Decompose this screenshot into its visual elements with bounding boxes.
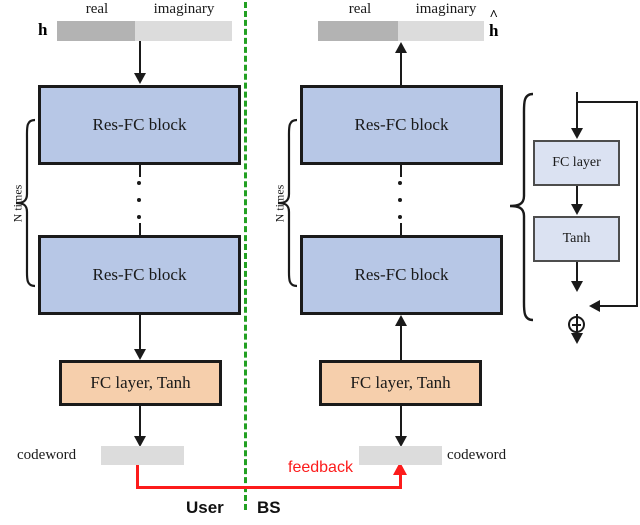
decoder-real-label: real xyxy=(348,1,372,17)
decoder-vector-real-segment xyxy=(318,21,398,41)
encoder-dense-layer[interactable]: FC layer, Tanh xyxy=(59,360,222,406)
resfc-detail-skip-bottom xyxy=(592,305,638,307)
resfc-detail-output-arrowhead xyxy=(571,333,583,344)
resfc-detail-fc-to-tanh-line xyxy=(576,186,578,208)
decoder-resfc-block-2[interactable]: Res-FC block xyxy=(300,235,503,315)
encoder-vector-real-segment xyxy=(57,21,135,41)
encoder-input-vector xyxy=(57,21,232,41)
decoder-codeword-box xyxy=(359,446,442,465)
decoder-codeword-to-dense-line xyxy=(400,406,402,438)
encoder-to-codeword-arrowhead xyxy=(134,436,146,447)
decoder-block-connector-bottom xyxy=(400,223,402,235)
resfc-detail-fc-layer[interactable]: FC layer xyxy=(533,140,620,186)
encoder-codeword-label: codeword xyxy=(17,447,77,463)
encoder-resfc-block-1[interactable]: Res-FC block xyxy=(38,85,241,165)
decoder-codeword-arrowhead xyxy=(395,436,407,447)
decoder-vertical-ellipsis xyxy=(398,181,402,219)
encoder-vector-imag-segment xyxy=(135,21,232,41)
feedback-line-left-vertical xyxy=(136,465,139,489)
decoder-h-hat-symbol: ^ h xyxy=(489,9,499,40)
decoder-repeat-label: N times xyxy=(272,184,287,223)
decoder-codeword-label: codeword xyxy=(447,447,507,463)
decoder-dense-to-block-arrowhead xyxy=(395,315,407,326)
feedback-line-right-vertical xyxy=(399,472,402,489)
resfc-detail-output-line xyxy=(576,314,578,336)
decoder-dense-layer[interactable]: FC layer, Tanh xyxy=(319,360,482,406)
encoder-vertical-ellipsis xyxy=(137,181,141,219)
decoder-block-connector-top xyxy=(400,165,402,177)
resfc-detail-tanh-to-sum-arrowhead xyxy=(571,281,583,292)
resfc-detail-skip-arrowhead xyxy=(589,300,600,312)
decoder-repeat-brace xyxy=(277,118,298,288)
resfc-detail-brace xyxy=(509,92,534,322)
decoder-dense-to-block-line xyxy=(400,325,402,360)
party-label-user: User xyxy=(186,498,224,517)
feedback-arrowhead xyxy=(393,462,407,475)
encoder-block-connector-top xyxy=(139,165,141,177)
decoder-output-arrowhead xyxy=(395,42,407,53)
h-hat-base: h xyxy=(489,21,499,40)
feedback-label: feedback xyxy=(288,459,353,476)
resfc-detail-skip-top xyxy=(576,101,638,103)
encoder-real-label: real xyxy=(85,1,109,17)
encoder-imaginary-label: imaginary xyxy=(153,1,215,17)
resfc-detail-fc-to-tanh-arrowhead xyxy=(571,204,583,215)
encoder-block-connector-bottom xyxy=(139,223,141,235)
resfc-detail-input-line xyxy=(576,92,578,132)
encoder-to-dense-arrowhead xyxy=(134,349,146,360)
decoder-vector-imag-segment xyxy=(398,21,484,41)
encoder-repeat-brace xyxy=(15,118,36,288)
resfc-detail-tanh-to-sum-line xyxy=(576,262,578,284)
decoder-imaginary-label: imaginary xyxy=(415,1,477,17)
encoder-input-arrowhead xyxy=(134,73,146,84)
encoder-repeat-label: N times xyxy=(10,184,25,223)
user-bs-divider xyxy=(244,2,247,510)
h-hat-accent: ^ xyxy=(489,8,499,24)
resfc-detail-tanh[interactable]: Tanh xyxy=(533,216,620,262)
resfc-detail-skip-right xyxy=(636,101,638,306)
encoder-to-dense-line xyxy=(139,315,141,351)
party-label-bs: BS xyxy=(257,498,281,517)
encoder-resfc-block-2[interactable]: Res-FC block xyxy=(38,235,241,315)
decoder-output-vector xyxy=(318,21,484,41)
encoder-codeword-box xyxy=(101,446,184,465)
encoder-to-codeword-line xyxy=(139,406,141,438)
encoder-h-symbol: h xyxy=(38,20,48,39)
feedback-line-horizontal xyxy=(136,486,402,489)
decoder-resfc-block-1[interactable]: Res-FC block xyxy=(300,85,503,165)
decoder-output-arrow-line xyxy=(400,52,402,85)
resfc-detail-input-arrowhead xyxy=(571,128,583,139)
encoder-input-arrow-line xyxy=(139,41,141,75)
